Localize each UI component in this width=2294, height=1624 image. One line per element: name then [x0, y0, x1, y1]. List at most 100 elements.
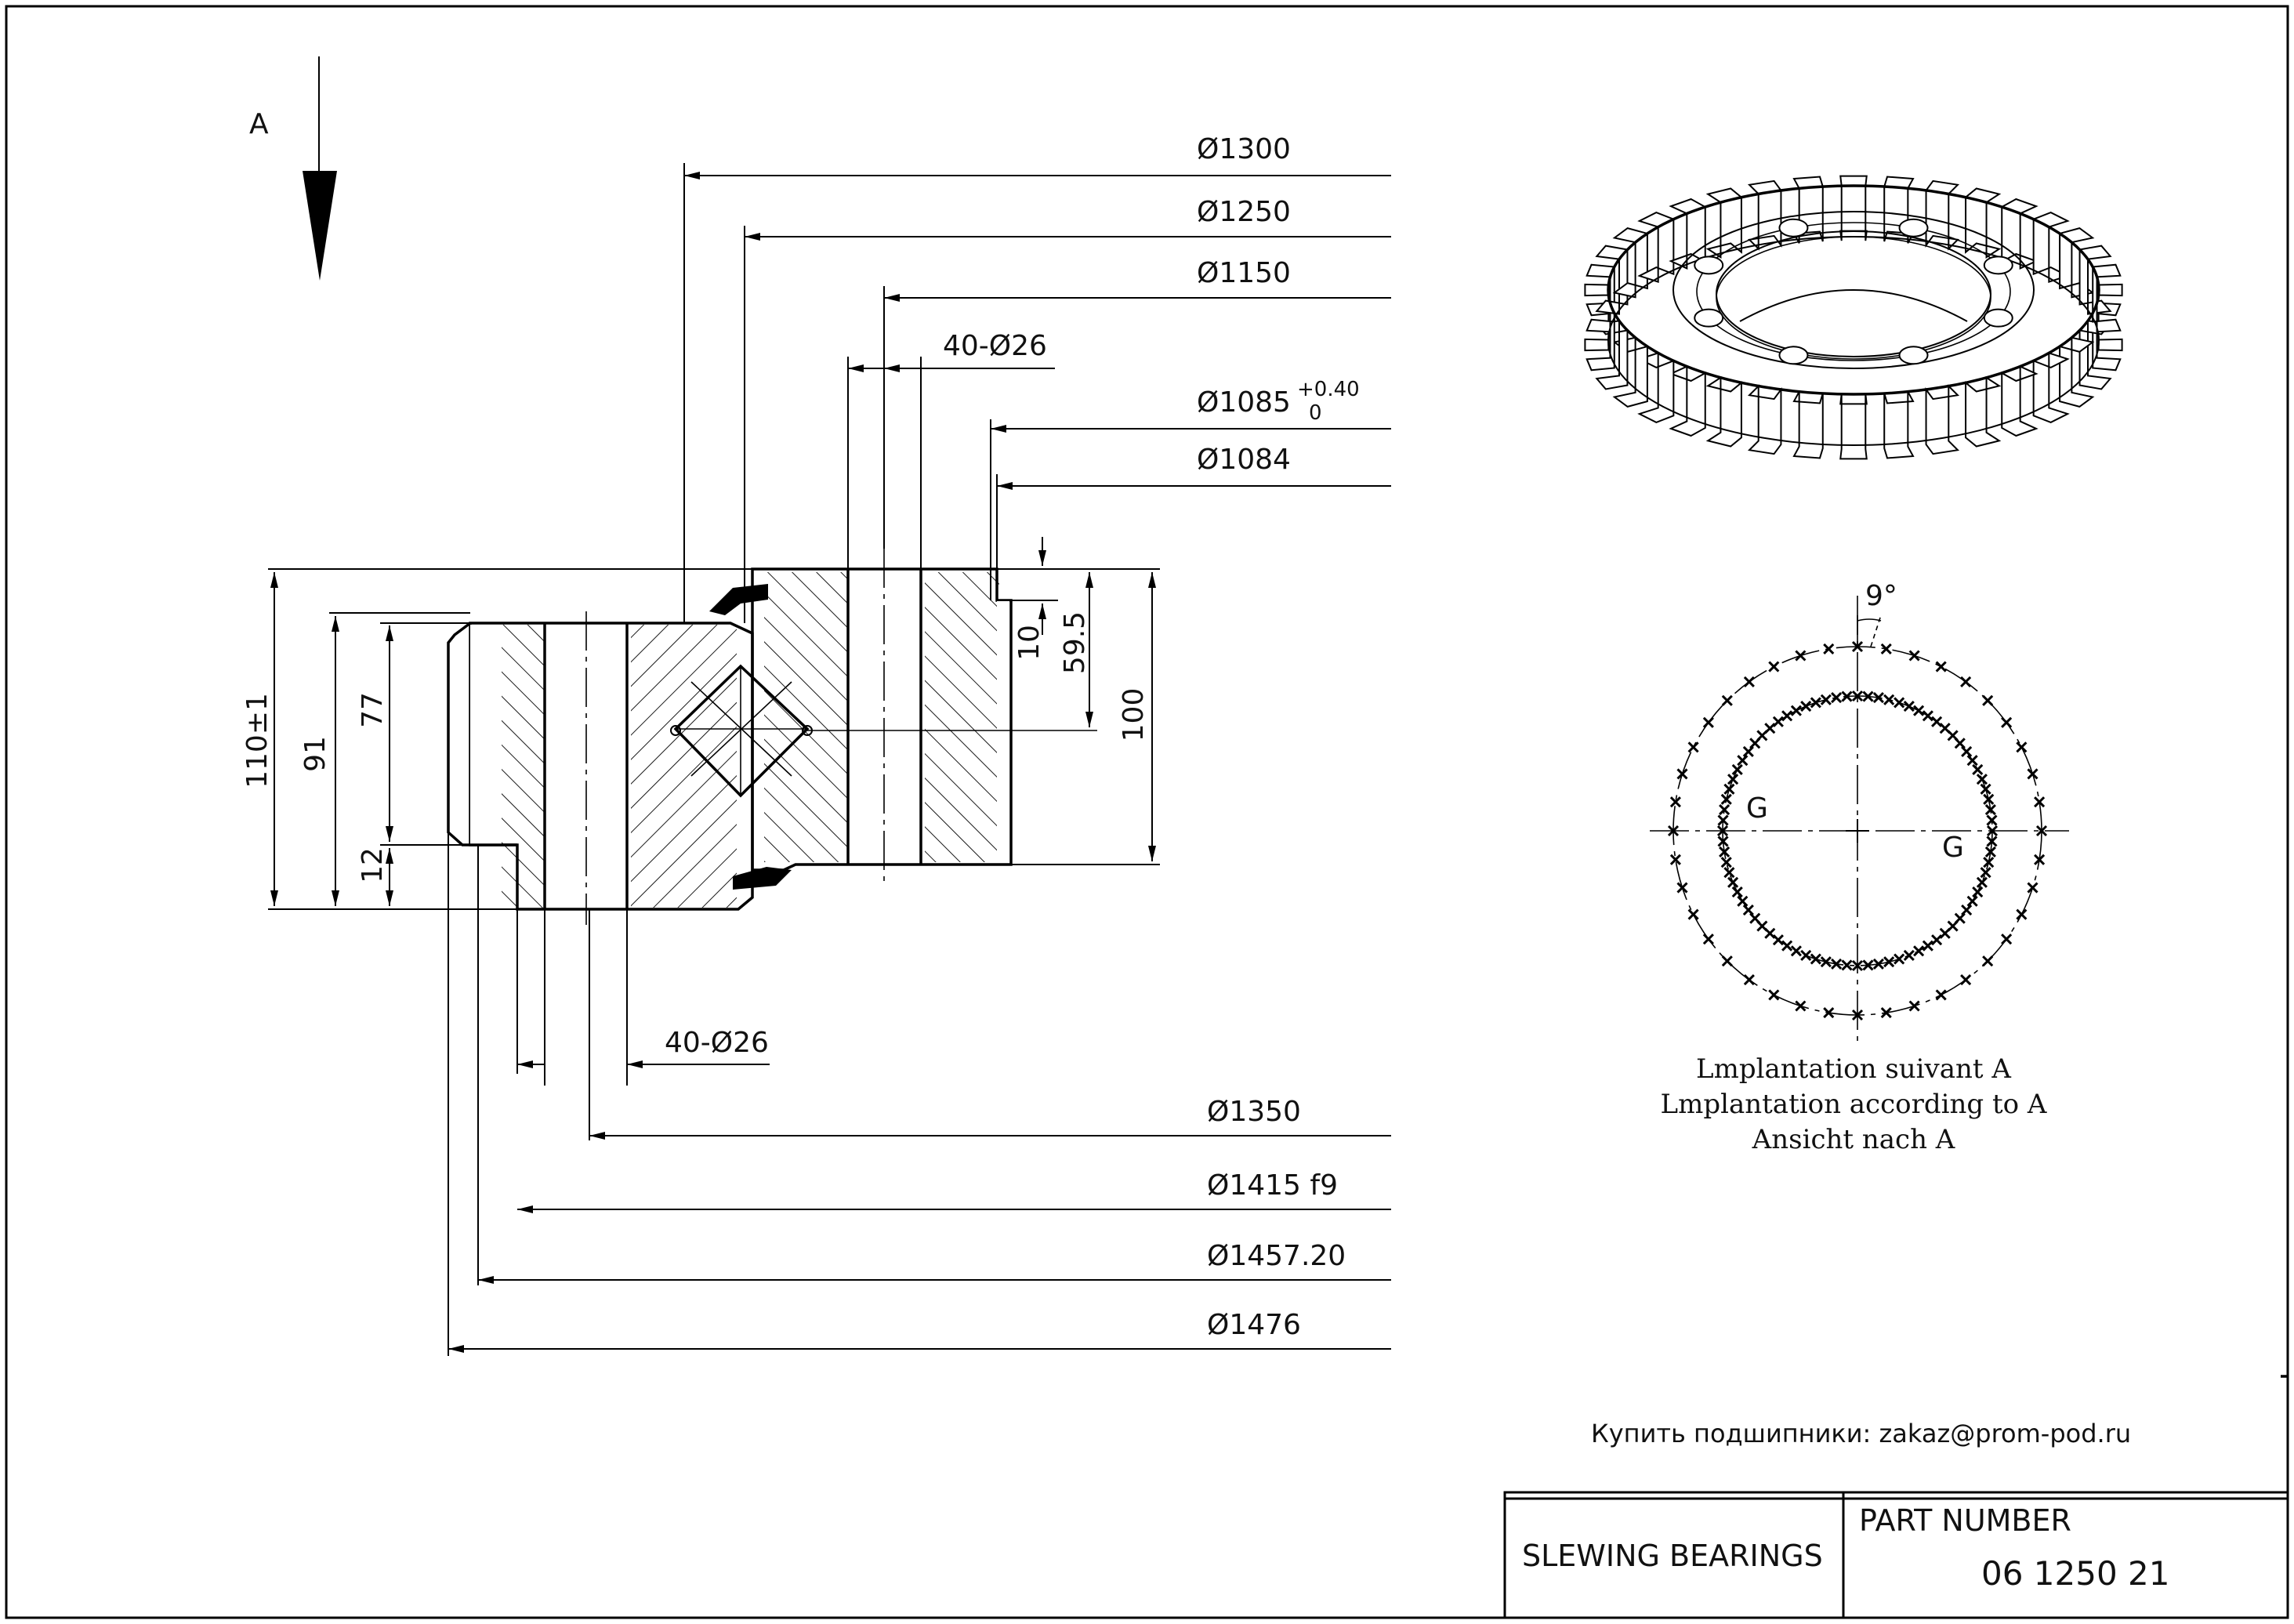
bolt-hole-mark — [1764, 927, 1776, 939]
bolt-hole-mark — [1823, 1007, 1835, 1019]
bolt-hole-mark — [1966, 755, 1978, 767]
bolt-hole-mark — [1983, 793, 1995, 805]
bolt-hole-mark — [1939, 723, 1951, 734]
bolt-hole-mark — [1954, 738, 1966, 749]
bolt-hole-mark — [1742, 904, 1754, 916]
bolt-hole-mark — [1768, 661, 1780, 672]
gear-isometric-view — [1584, 175, 2123, 460]
bolt-hole-mark — [1883, 956, 1895, 968]
gear-tooth — [1747, 384, 1782, 455]
bottom-dimensions: 40-Ø26 Ø1350 Ø1415 f9 Ø1457.20 Ø1476 — [448, 832, 1391, 1356]
bolt-hole-mark — [1903, 949, 1915, 961]
bolt-hole-mark — [1982, 955, 1994, 967]
inner-hole-circle — [1716, 690, 1999, 972]
bolt-hole-mark — [1894, 697, 1905, 709]
bolt-hole-mark — [1790, 945, 1802, 957]
gear-tooth — [1705, 375, 1742, 448]
bolt-hole-mark — [1723, 783, 1735, 795]
bolt-hole-mark — [1883, 694, 1895, 705]
bolt-hole-mark — [1676, 768, 1688, 780]
bolt-hole-mark — [1667, 825, 1680, 837]
bolt-hole-mark — [1731, 886, 1743, 898]
bolt-hole-mark — [1669, 796, 1681, 808]
gear-tooth — [1839, 393, 1868, 460]
bolt-hole-mark — [1954, 912, 1966, 924]
bolt-hole-mark — [1862, 691, 1874, 702]
bolt-hole-mark — [1922, 710, 1933, 722]
cross-section — [447, 549, 1097, 925]
dim-h10: 10 — [1013, 625, 1046, 661]
bolt-hole-mark — [1742, 745, 1754, 757]
bolt-hole-mark — [1743, 676, 1755, 687]
view-arrow-a: A — [249, 56, 337, 281]
bolt-hole-mark — [2027, 882, 2039, 894]
bolt-hole-mark — [1986, 836, 1998, 847]
bolt-hole-mark — [1851, 690, 1864, 702]
bolt-hole-mark — [1721, 955, 1733, 967]
bolt-hole — [1694, 308, 1724, 328]
bolt-hole-mark — [1790, 705, 1802, 716]
bolt-hole-mark — [1983, 857, 1995, 868]
dim-h100: 100 — [1118, 688, 1150, 742]
bolt-hole-mark — [1823, 643, 1835, 654]
bolt-hole-mark — [1984, 804, 1996, 816]
bolt-hole-mark — [1687, 908, 1699, 920]
bolt-hole-mark — [2035, 825, 2048, 837]
bolt-hole-mark — [1702, 716, 1714, 728]
seal-top — [709, 584, 768, 615]
dim-d1415: Ø1415 f9 — [1207, 1169, 1338, 1202]
bolt-hole-mark — [1880, 643, 1892, 654]
view-label-a: A — [249, 108, 269, 140]
bolt-hole-mark — [1717, 836, 1729, 847]
dim-d1085-tol-upper: +0.40 — [1297, 378, 1360, 401]
caption-fr: Lmplantation suivant A — [1696, 1053, 2011, 1085]
bolt-hole-mark — [1764, 723, 1776, 734]
bolt-hole-mark — [1913, 945, 1925, 957]
top-dimensions: Ø1300 Ø1250 Ø1150 40-Ø26 Ø1085 +0.40 0 Ø… — [683, 133, 1391, 623]
bolt-hole-mark — [1719, 846, 1730, 857]
bolt-hole-mark — [1851, 1009, 1864, 1021]
bolt-hole-mark — [1935, 661, 1947, 672]
gear-tooth — [2059, 227, 2095, 299]
bolt-hole-mark — [1908, 1000, 1920, 1012]
bolt-hole-mark — [2027, 768, 2039, 780]
bolt-hole-mark — [1986, 825, 1999, 837]
bolt-hole-mark — [1980, 867, 1991, 879]
bolt-hole-mark — [1768, 989, 1780, 1001]
bolt-hole-mark — [1931, 934, 1943, 946]
bolt-hole-mark — [1976, 876, 1988, 888]
gear-tooth — [1883, 391, 1915, 459]
bolt-hole-mark — [1972, 763, 1984, 775]
gear-tooth — [2032, 352, 2070, 424]
bolt-hole-mark — [1872, 692, 1884, 704]
bolt-hole-mark — [2001, 933, 2013, 945]
caption-en: Lmplantation according to A — [1661, 1089, 2047, 1120]
bolt-hole — [1778, 218, 1809, 237]
gear-tooth — [1792, 391, 1824, 459]
dim-d1085-tol-lower: 0 — [1309, 401, 1322, 425]
bolt-hole-mark — [1737, 895, 1749, 907]
dim-h59: 59.5 — [1059, 611, 1091, 674]
bolt-hole-mark — [2001, 716, 2013, 728]
bolt-hole-mark — [2016, 908, 2028, 920]
angle-9deg: 9° — [1865, 580, 1897, 612]
seal-bottom — [733, 867, 792, 890]
gear-tooth — [1637, 211, 1675, 283]
dim-d1476: Ø1476 — [1207, 1309, 1301, 1341]
bolt-hole-mark — [1721, 694, 1733, 706]
gear-tooth — [2059, 336, 2095, 408]
dim-h12: 12 — [357, 847, 389, 883]
caption-de: Ansicht nach A — [1752, 1124, 1955, 1155]
dim-d1350: Ø1350 — [1207, 1096, 1301, 1128]
bolt-hole-mark — [1720, 793, 1732, 805]
bolt-hole-mark — [1939, 927, 1951, 939]
bolt-hole-mark — [1716, 825, 1729, 837]
bolt-hole-mark — [1862, 959, 1874, 971]
gear-tooth — [1584, 283, 1610, 352]
gear-tooth — [2032, 211, 2070, 283]
gear-tooth — [2092, 302, 2122, 372]
bolt-hole — [1778, 346, 1809, 365]
contact-line: Купить подшипники: zakaz@prom-pod.ru — [1591, 1419, 2131, 1448]
dim-d1084: Ø1084 — [1197, 444, 1291, 476]
bolt-hole-mark — [1702, 933, 1714, 945]
